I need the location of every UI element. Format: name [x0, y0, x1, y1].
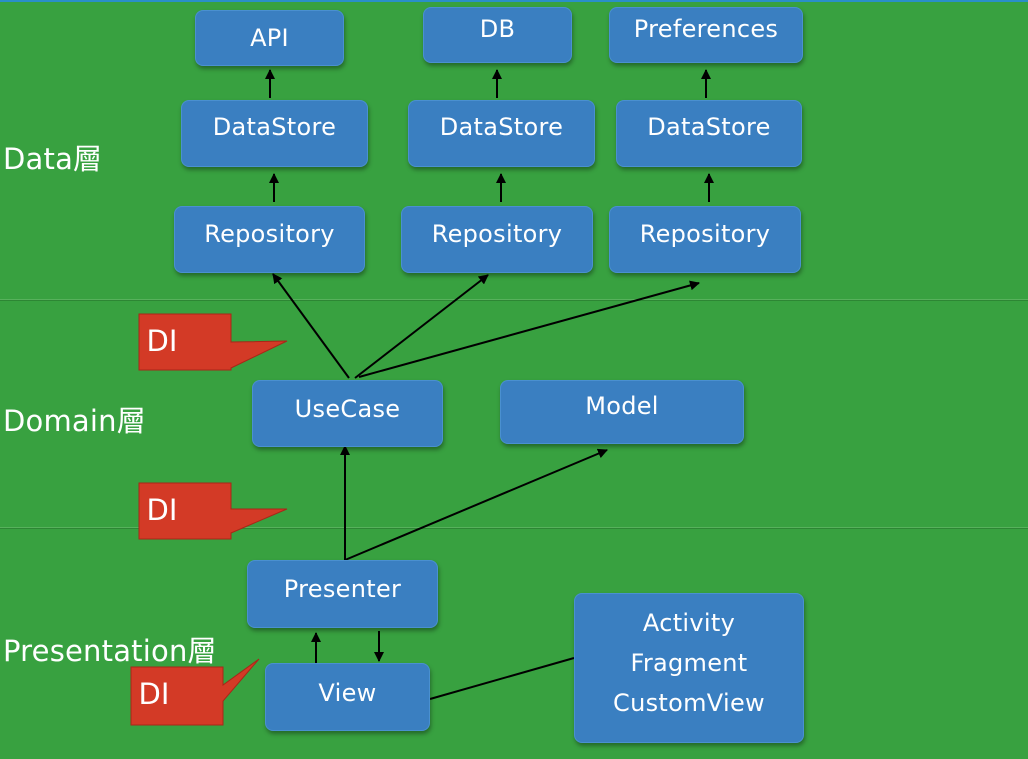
api-box: API	[195, 10, 344, 66]
arrow-usecase-to-repository-3	[358, 280, 700, 378]
di-callout-presentation-to-domain: DI	[137, 481, 288, 540]
usecase-box: UseCase	[252, 380, 443, 447]
platform-component-customview: CustomView	[613, 689, 765, 717]
presenter-box: Presenter	[247, 560, 438, 628]
layer-separator-domain-presentation	[0, 527, 1028, 529]
platform-components-box: Activity Fragment CustomView	[574, 593, 804, 743]
arrow-usecase-to-repository-2	[354, 274, 489, 379]
view-box: View	[265, 663, 430, 731]
datastore-box-1: DataStore	[181, 100, 368, 167]
platform-component-fragment: Fragment	[630, 649, 748, 677]
preferences-box: Preferences	[609, 7, 803, 63]
di-callout-view: DI	[129, 658, 260, 726]
repository-box-3: Repository	[609, 206, 801, 273]
di-callout-domain-to-data: DI	[137, 312, 288, 371]
repository-box-1: Repository	[174, 206, 365, 273]
layer-label-presentation: Presentation層	[3, 634, 217, 668]
arrow-presenter-to-model	[344, 448, 608, 561]
repository-box-2: Repository	[401, 206, 593, 273]
layer-label-domain: Domain層	[3, 404, 146, 438]
datastore-box-2: DataStore	[408, 100, 595, 167]
arrow-usecase-to-repository-1	[272, 273, 350, 379]
layer-label-data: Data層	[3, 142, 103, 176]
layer-separator-data-domain	[0, 299, 1028, 301]
platform-component-activity: Activity	[642, 609, 736, 637]
model-box: Model	[500, 380, 744, 444]
line-view-to-platform-components	[429, 657, 575, 700]
datastore-box-3: DataStore	[616, 100, 802, 167]
db-box: DB	[423, 7, 572, 63]
